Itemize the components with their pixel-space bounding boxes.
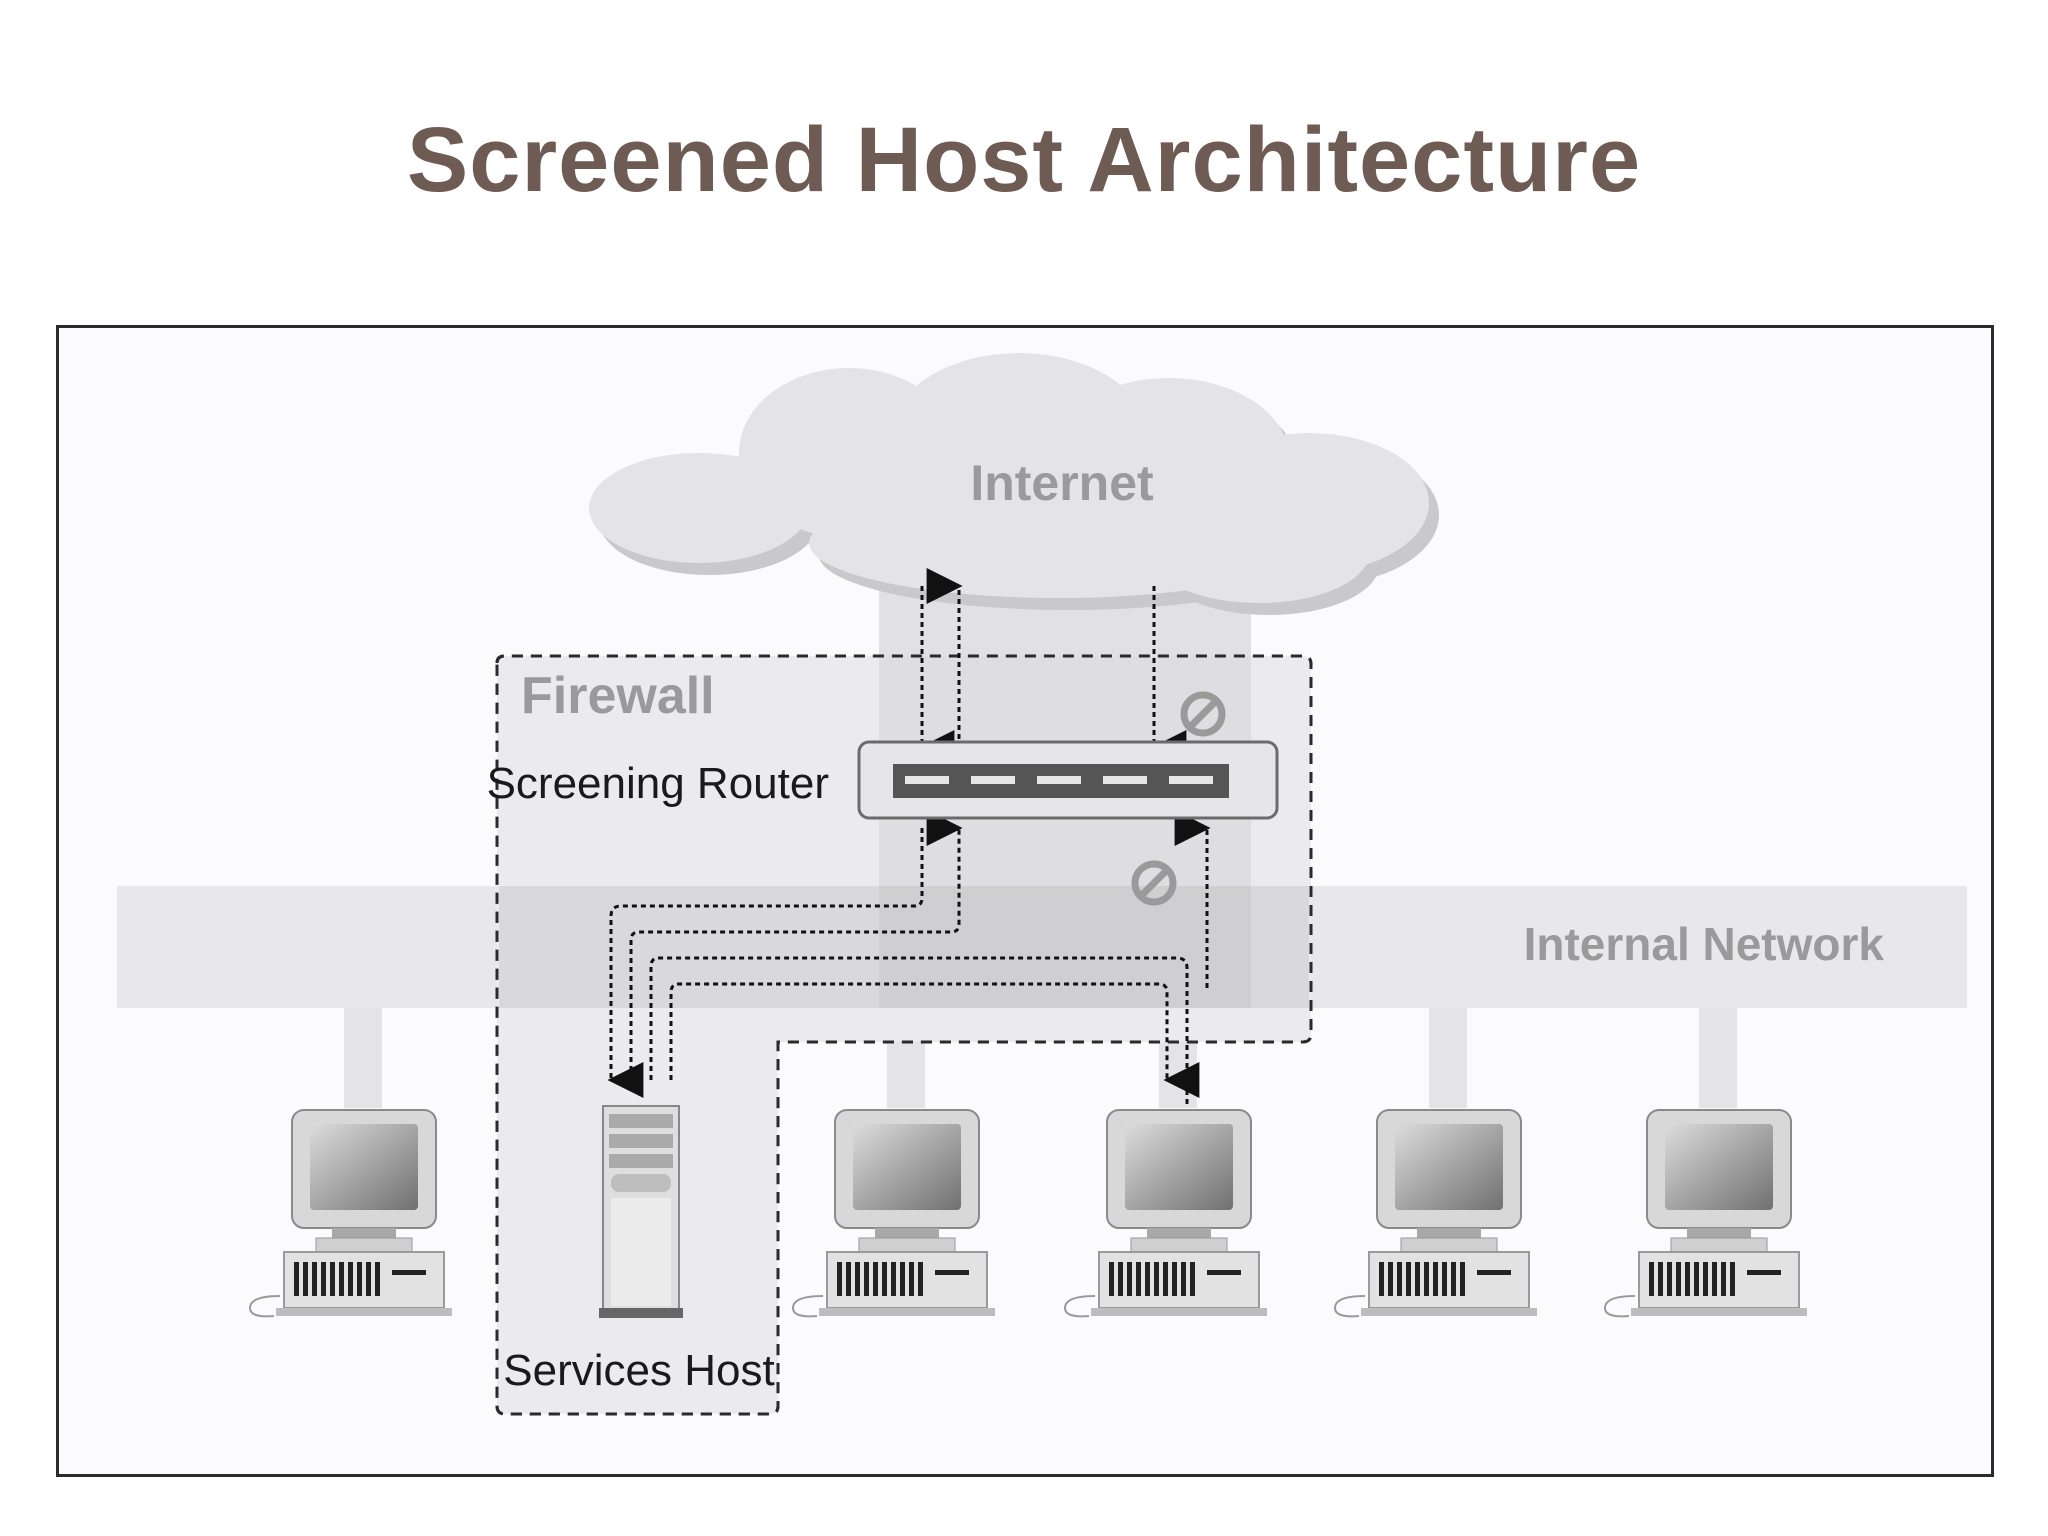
- workstation-icon: [248, 1109, 452, 1318]
- workstation-icon: [1063, 1109, 1267, 1318]
- screening-router-label: Screening Router: [487, 759, 829, 808]
- firewall-label: Firewall: [521, 667, 715, 725]
- server-icon: [599, 1105, 683, 1318]
- internal-network-label: Internal Network: [1524, 918, 1885, 970]
- slide-title: Screened Host Architecture: [406, 109, 1642, 211]
- workstations: [248, 1109, 1807, 1318]
- workstation-icon: [1603, 1109, 1807, 1318]
- internet-label: Internet: [970, 455, 1154, 511]
- workstation-icon: [1333, 1109, 1537, 1318]
- blocked-icon: [1131, 860, 1177, 906]
- workstation-icon: [791, 1109, 995, 1318]
- traffic-arrows: [607, 568, 1211, 1108]
- diagram-frame: Internet Firewall Screening Router Inter…: [56, 325, 1994, 1477]
- router-icon: [857, 740, 1279, 820]
- services-host-label: Services Host: [503, 1346, 774, 1395]
- blocked-icon: [1180, 691, 1226, 737]
- cloud-icon: [589, 353, 1439, 615]
